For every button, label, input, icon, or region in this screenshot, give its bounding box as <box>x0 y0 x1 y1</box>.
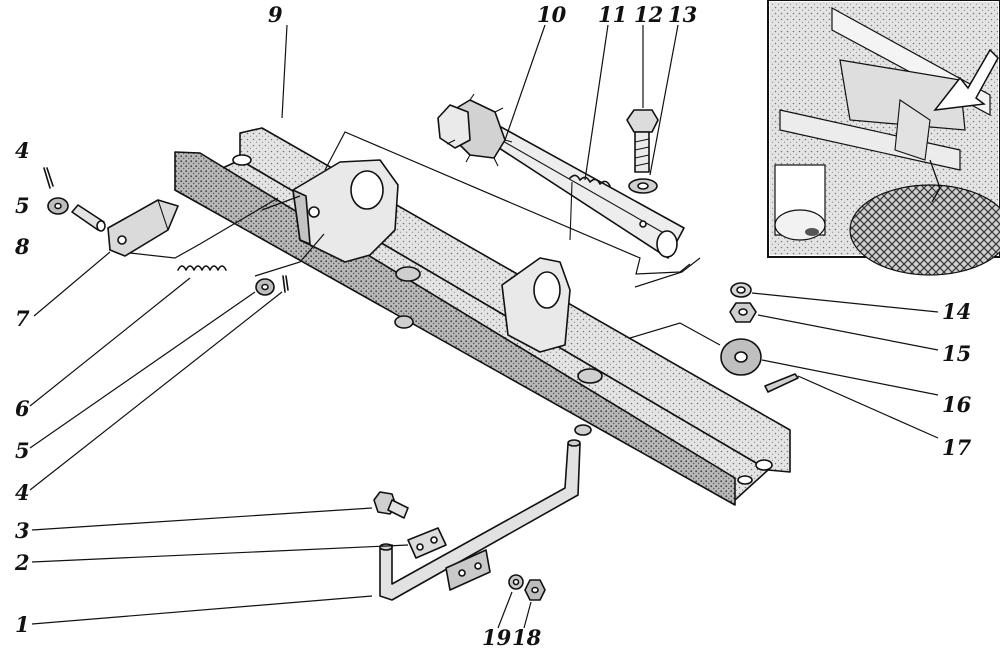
label-12: 12 <box>634 2 663 27</box>
nut-15 <box>729 302 757 323</box>
label-16: 16 <box>942 392 972 417</box>
assembly-guide-lines <box>129 131 721 346</box>
label-18: 18 <box>512 625 542 650</box>
pin-8 <box>71 204 106 232</box>
bracket-ear-left <box>292 159 399 263</box>
inset-photo <box>767 0 1000 276</box>
label-17: 17 <box>942 435 972 460</box>
washer-19 <box>508 574 524 590</box>
bracket-ear-right <box>501 257 571 353</box>
label-5-top: 5 <box>15 193 30 218</box>
bolt-12 <box>626 109 659 173</box>
plate-2 <box>407 527 447 559</box>
spring-6 <box>177 265 227 271</box>
cotter-pin-4-bottom <box>282 275 289 293</box>
cotter-pin-4-top <box>43 167 54 189</box>
shaft-with-sprocket <box>437 93 685 259</box>
label-2: 2 <box>14 550 30 575</box>
label-13: 13 <box>668 2 697 27</box>
label-5-bottom: 5 <box>15 438 30 463</box>
nut-18 <box>524 579 546 601</box>
label-19: 19 <box>482 625 512 650</box>
label-1: 1 <box>15 612 30 637</box>
bolt-3 <box>373 491 409 519</box>
pin-17 <box>764 373 799 393</box>
main-frame-channel <box>174 127 791 506</box>
washer-16 <box>720 338 762 376</box>
label-3: 3 <box>15 518 30 543</box>
washer-5-bottom <box>255 278 275 296</box>
label-10: 10 <box>537 2 567 27</box>
label-15: 15 <box>942 341 971 366</box>
spring-washer-14 <box>730 282 752 298</box>
rod-1 <box>379 439 581 601</box>
label-14: 14 <box>942 299 971 324</box>
label-8: 8 <box>14 234 30 259</box>
label-4-bottom: 4 <box>15 480 30 505</box>
label-6: 6 <box>15 396 30 421</box>
label-11: 11 <box>598 2 627 27</box>
washer-13 <box>628 178 658 194</box>
lever-7 <box>107 199 179 257</box>
label-leaders <box>29 24 939 629</box>
label-4-top: 4 <box>15 138 30 163</box>
label-7: 7 <box>15 306 30 331</box>
washer-5-top <box>47 197 69 215</box>
callout-numbers: 9 10 11 12 13 4 5 8 7 6 5 4 3 2 1 19 18 … <box>14 2 972 650</box>
label-9: 9 <box>268 2 283 27</box>
